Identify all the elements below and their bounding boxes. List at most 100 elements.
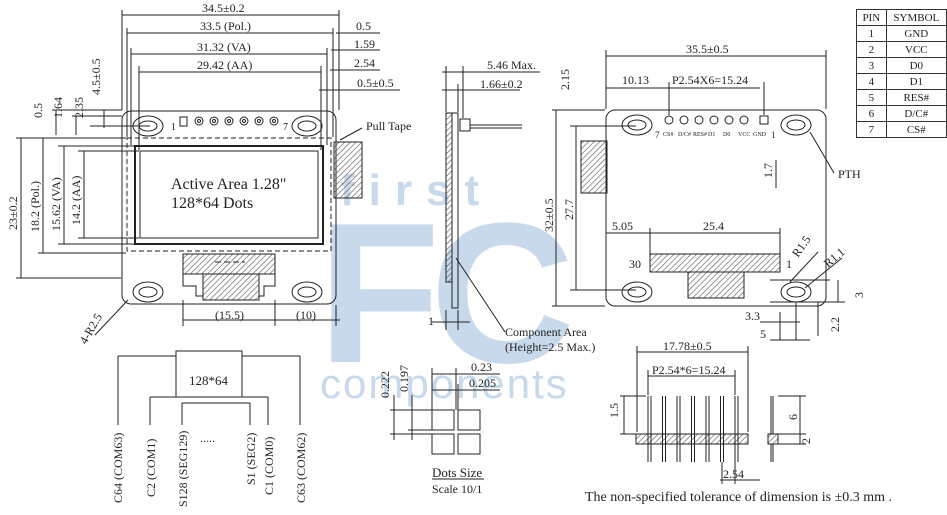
dots-size-title: Dots Size xyxy=(432,465,482,480)
front-labels: 34.5±0.2 33.5 (Pol.) 31.32 (VA) 29.42 (A… xyxy=(6,1,411,347)
pin-number: 7 xyxy=(856,121,887,138)
matrix-line-s1: S1 (SEG2) xyxy=(244,433,258,485)
back-dim-offset: 10.13 xyxy=(622,73,649,87)
back-dim-3: 3 xyxy=(852,292,866,298)
matrix-line-c63: C63 (COM62) xyxy=(294,433,308,503)
tolerance-note: The non-specified tolerance of dimension… xyxy=(585,490,893,505)
front-outline xyxy=(121,110,337,305)
pin-symbol: GND xyxy=(885,25,947,42)
back-pin-pads xyxy=(664,115,769,125)
component-area-height: (Height=2.5 Max.) xyxy=(505,340,595,354)
pin-table-header-pin: PIN xyxy=(856,9,887,26)
pin-symbol: CS# xyxy=(885,121,947,138)
front-dim-2-54: 2.54 xyxy=(354,56,375,70)
pin-symbol: VCC xyxy=(885,41,947,58)
pull-tape xyxy=(333,141,363,199)
front-dim-bottom-10: (10) xyxy=(296,308,316,322)
back-connector-pin1: 1 xyxy=(786,257,792,271)
front-dim-height-overall: 23±0.2 xyxy=(6,196,20,230)
matrix-label: 128*64 xyxy=(189,373,229,388)
front-fpc xyxy=(202,273,260,301)
back-dim-height: 32±0.5 xyxy=(542,198,556,232)
back-pin-name-label: D1 xyxy=(708,132,715,138)
pin-number: 3 xyxy=(856,57,887,74)
front-va xyxy=(134,145,324,245)
back-connector xyxy=(649,253,781,273)
header-dim-2: 2 xyxy=(799,438,813,444)
front-view xyxy=(16,10,400,336)
back-dim-5-05: 5.05 xyxy=(612,219,633,233)
back-pin-name-label: CS# xyxy=(663,132,673,138)
dots-dim-0-23: 0.23 xyxy=(471,360,492,374)
matrix-line-c1: C1 (COM0) xyxy=(262,437,276,495)
back-dim-2-2: 2.2 xyxy=(828,317,842,332)
front-dim-0-5: 0.5 xyxy=(356,19,371,33)
front-mount-holes xyxy=(132,115,323,303)
header-dim-pitch: P2.54*6=15.24 xyxy=(652,363,725,377)
front-pin1-label: 1 xyxy=(171,122,176,133)
pin-symbol: D/C# xyxy=(885,105,947,122)
pin-table-header-symbol: SYMBOL xyxy=(885,9,947,26)
back-dim-pitch: P2.54X6=15.24 xyxy=(672,73,748,87)
matrix-dots: ..... xyxy=(200,431,215,445)
side-labels: 5.46 Max. 1.66±0.2 1 Component Area (Hei… xyxy=(428,58,595,354)
front-active-area-dots: 128*64 Dots xyxy=(171,195,253,212)
pin-number: 1 xyxy=(856,25,887,42)
dots-dim-0-222: 0.222 xyxy=(378,371,392,398)
back-dim-25-4: 25.4 xyxy=(703,219,724,233)
pth-label: PTH xyxy=(838,167,861,181)
matrix-line-c2: C2 (COM1) xyxy=(144,439,158,497)
front-dim-2-35: 2.35 xyxy=(72,97,86,118)
pin-header xyxy=(620,346,806,484)
front-aa xyxy=(139,150,319,239)
front-dim-va-width: 31.32 (VA) xyxy=(197,40,251,54)
front-dim-pol-width: 33.5 (Pol.) xyxy=(200,19,251,33)
pin-symbol: D0 xyxy=(885,57,947,74)
front-flex xyxy=(182,253,276,275)
pin-number: 4 xyxy=(856,73,887,90)
header-dim-width: 17.78±0.5 xyxy=(663,339,712,353)
pin-header-labels: 17.78±0.5 P2.54*6=15.24 1.5 6 2 2.54 xyxy=(607,339,813,481)
back-pin-name-label: VCC xyxy=(738,132,750,138)
pin-number: 6 xyxy=(856,105,887,122)
back-dim-1-7: 1.7 xyxy=(761,163,775,178)
back-pin-name-label: D0 xyxy=(723,132,730,138)
pin-table-header: PIN SYMBOL xyxy=(856,9,947,26)
back-dim-r1-1: R1.1 xyxy=(821,245,848,271)
front-dim-bottom-15-5: (15.5) xyxy=(215,308,244,322)
dots-dim-0-205: 0.205 xyxy=(469,376,496,390)
pin-symbol: RES# xyxy=(885,89,947,106)
front-dim-left-0-5: 0.5 xyxy=(31,103,45,118)
matrix-labels: 128*64 ..... C64 (COM63) C2 (COM1) S128 … xyxy=(111,373,308,507)
side-dim-max: 5.46 Max. xyxy=(487,58,536,72)
back-pin-name-label: D/C# xyxy=(678,132,691,138)
back-dim-27-7: 27.7 xyxy=(562,199,576,220)
component-area-label: Component Area xyxy=(505,325,587,339)
side-dim-1: 1 xyxy=(428,314,434,328)
watermark-first: first xyxy=(340,166,493,215)
pin-number: 2 xyxy=(856,41,887,58)
dots-dim-0-197: 0.197 xyxy=(397,365,411,392)
matrix-line-s128: S128 (SEG129) xyxy=(176,431,190,507)
header-dim-1-5: 1.5 xyxy=(607,403,621,418)
pull-tape-label: Pull Tape xyxy=(366,119,411,133)
dots-size-labels: 0.23 0.205 0.222 0.197 Dots Size Scale 1… xyxy=(378,360,496,496)
back-pin-name-label: GND xyxy=(753,132,767,138)
side-view xyxy=(432,66,540,333)
header-dim-6: 6 xyxy=(786,414,800,420)
front-dim-1-59: 1.59 xyxy=(354,37,375,51)
front-active-area-title: Active Area 1.28" xyxy=(171,176,286,193)
pin-number: 5 xyxy=(856,89,887,106)
header-dim-2-54: 2.54 xyxy=(723,467,744,481)
watermark: FC first components xyxy=(318,166,579,407)
back-dim-width: 35.5±0.5 xyxy=(686,42,729,56)
